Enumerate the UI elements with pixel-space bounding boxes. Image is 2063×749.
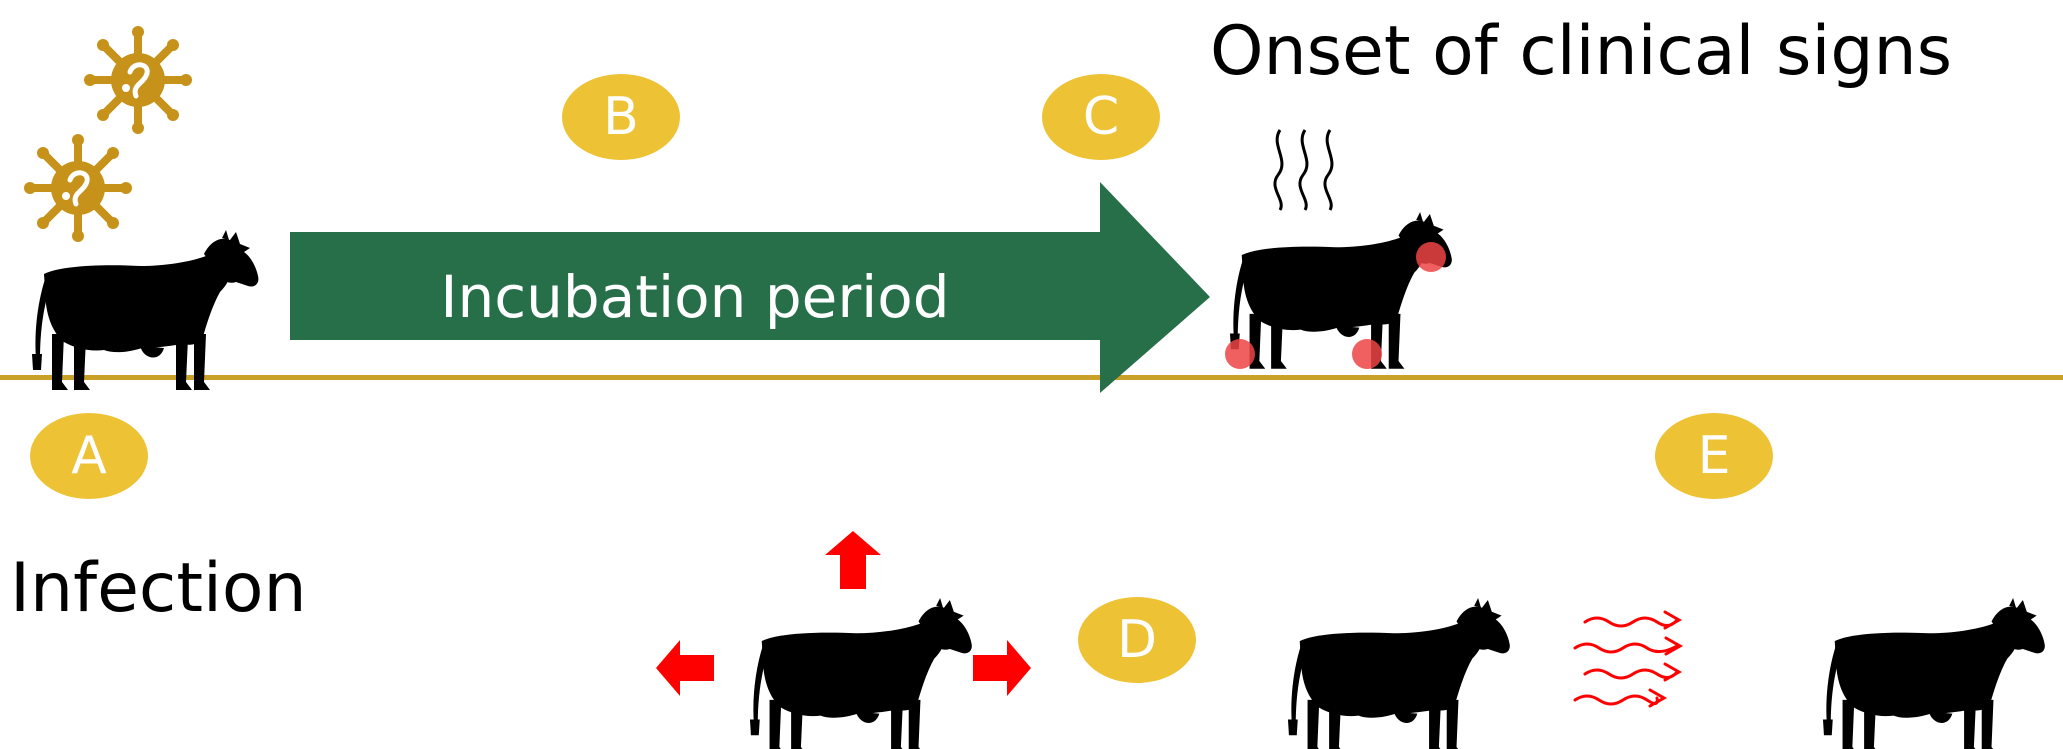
cow-icon bbox=[1822, 598, 2045, 749]
incubation-label: Incubation period bbox=[440, 263, 950, 331]
airborne-spread-icon bbox=[1573, 610, 1684, 708]
incubation-arrow bbox=[290, 182, 1210, 393]
badge-b: B bbox=[562, 74, 680, 160]
cow-icon bbox=[1287, 598, 1510, 749]
badge-a: A bbox=[30, 413, 148, 499]
cow-icon bbox=[32, 230, 259, 390]
movement-arrow-icon bbox=[973, 640, 1031, 696]
ground-line bbox=[0, 375, 2063, 380]
badge-d: D bbox=[1078, 597, 1196, 683]
movement-arrow-icon bbox=[825, 531, 881, 589]
lesion-icon bbox=[1225, 242, 1446, 369]
cow-icon bbox=[1229, 212, 1452, 369]
infection-label: Infection bbox=[10, 549, 307, 628]
virus-icon bbox=[24, 134, 132, 242]
onset-label: Onset of clinical signs bbox=[1210, 12, 1953, 91]
cow-icon bbox=[749, 598, 972, 749]
badge-e: E bbox=[1655, 413, 1773, 499]
virus-icon bbox=[84, 26, 192, 134]
movement-arrow-icon bbox=[656, 640, 714, 696]
badge-c: C bbox=[1042, 74, 1160, 160]
fever-icon bbox=[1273, 129, 1334, 211]
